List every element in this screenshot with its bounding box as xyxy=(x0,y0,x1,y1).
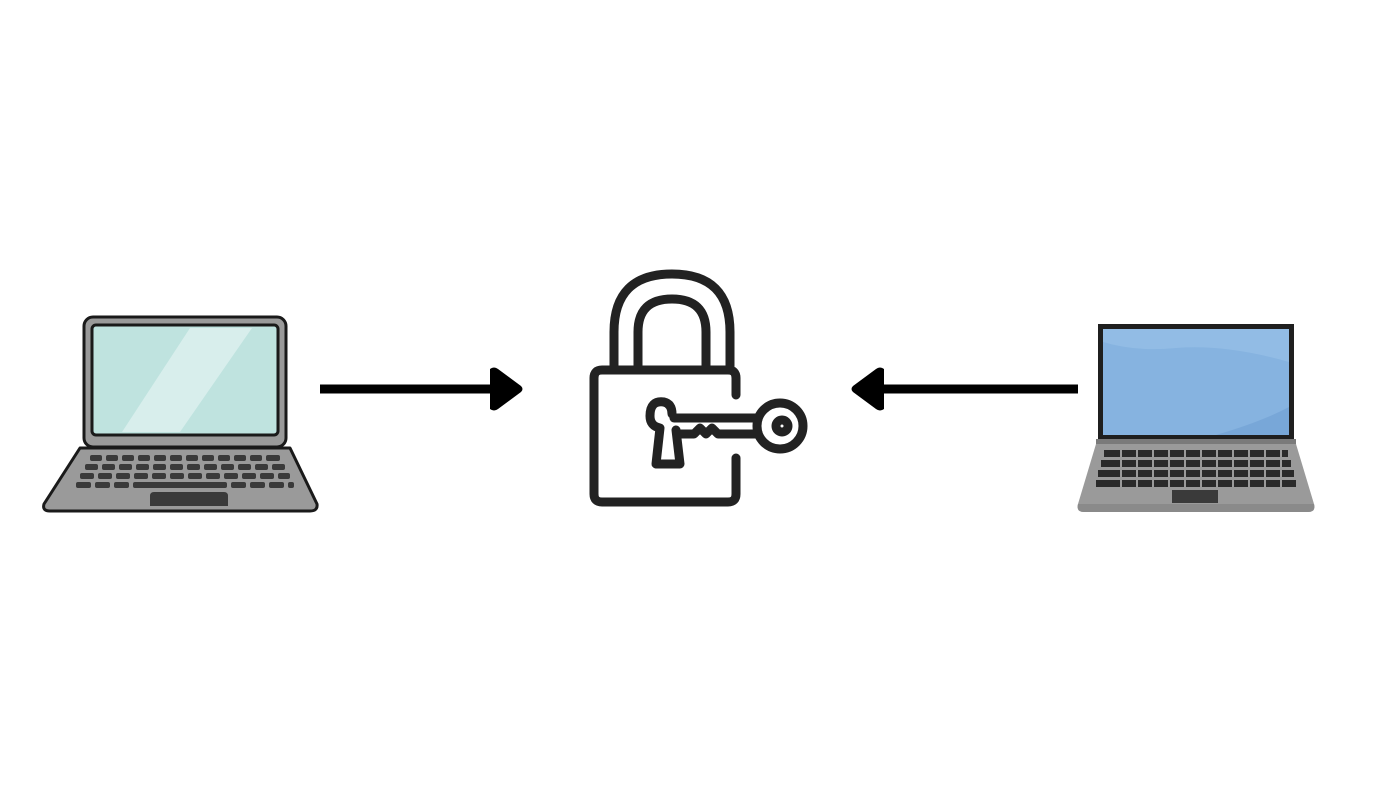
arrow-left-icon xyxy=(848,366,1080,412)
sender-laptop-icon xyxy=(40,314,320,516)
receiver-laptop-icon xyxy=(1076,322,1316,516)
padlock-with-key-icon xyxy=(588,268,812,510)
arrow-right-icon xyxy=(318,366,526,412)
